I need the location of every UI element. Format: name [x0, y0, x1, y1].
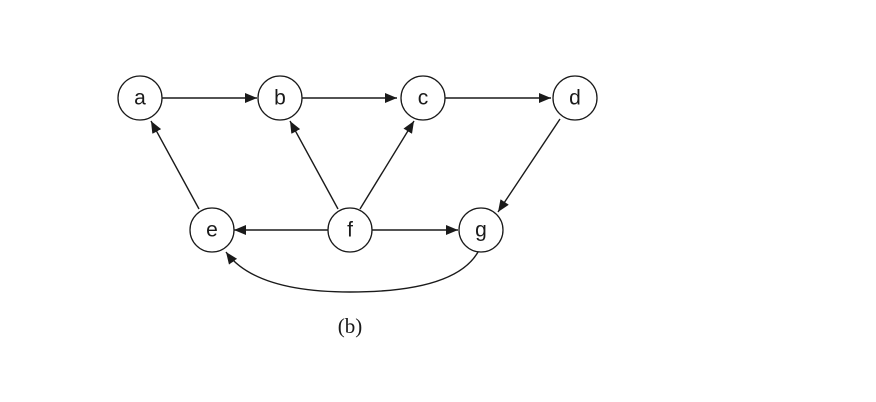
node-f: f	[327, 207, 373, 253]
figure-caption: (b)	[338, 314, 363, 338]
node-e: e	[189, 207, 235, 253]
node-d-label: d	[569, 87, 581, 110]
node-b: b	[257, 75, 303, 121]
edge-e-a	[150, 120, 200, 210]
node-a: a	[117, 75, 163, 121]
node-e-label: e	[206, 219, 218, 242]
node-d: d	[552, 75, 598, 121]
edge-f-b	[289, 120, 339, 210]
edge-f-c	[359, 120, 415, 210]
edge-g-e	[225, 251, 479, 293]
node-g: g	[458, 207, 504, 253]
node-a-label: a	[134, 87, 146, 110]
edge-d-g	[497, 118, 561, 213]
node-f-label: f	[347, 219, 353, 242]
node-c-label: c	[418, 87, 429, 110]
node-c: c	[400, 75, 446, 121]
node-b-label: b	[274, 87, 286, 110]
node-g-label: g	[475, 219, 487, 242]
